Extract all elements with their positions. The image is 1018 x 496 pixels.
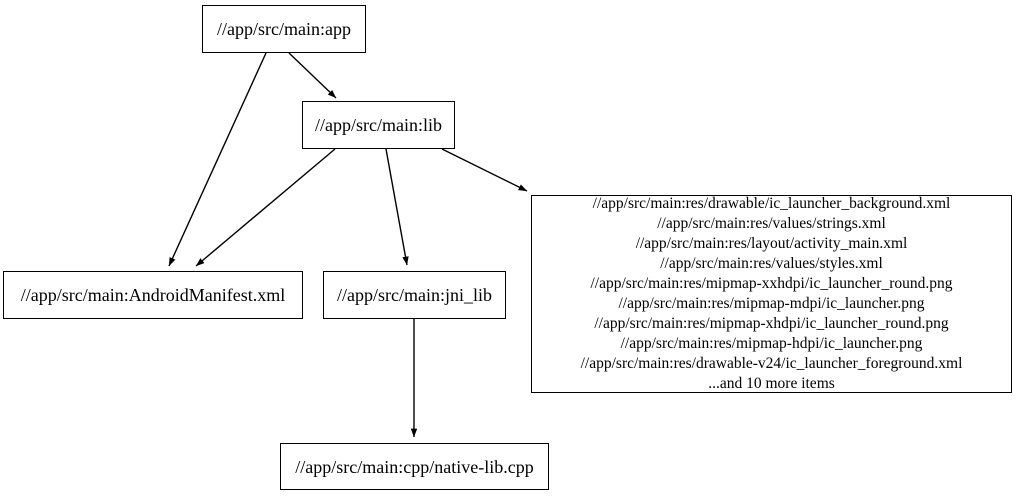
edge-lib-to-jni-lib bbox=[385, 148, 409, 266]
graph-node-android-manifest[interactable]: //app/src/main:AndroidManifest.xml bbox=[3, 271, 303, 319]
edge-lib-to-manifest bbox=[195, 148, 336, 267]
edge-lib-to-res-group bbox=[441, 148, 528, 192]
graph-node-lib-label: //app/src/main:lib bbox=[315, 115, 442, 135]
graph-node-native-lib-cpp-label: //app/src/main:cpp/native-lib.cpp bbox=[295, 456, 534, 477]
graph-node-jni-lib[interactable]: //app/src/main:jni_lib bbox=[323, 271, 506, 319]
graph-node-app-label: //app/src/main:app bbox=[217, 19, 351, 39]
graph-node-res-group-label: //app/src/main:res/drawable/ic_launcher_… bbox=[580, 195, 963, 392]
graph-node-app[interactable]: //app/src/main:app bbox=[202, 5, 366, 53]
graph-node-res-group[interactable]: //app/src/main:res/drawable/ic_launcher_… bbox=[531, 195, 1012, 393]
graph-node-native-lib-cpp[interactable]: //app/src/main:cpp/native-lib.cpp bbox=[280, 443, 549, 490]
edge-app-to-lib bbox=[288, 52, 337, 99]
graph-node-android-manifest-label: //app/src/main:AndroidManifest.xml bbox=[20, 285, 286, 305]
graph-node-lib[interactable]: //app/src/main:lib bbox=[302, 101, 455, 149]
edge-app-to-manifest bbox=[168, 52, 267, 267]
graph-node-jni-lib-label: //app/src/main:jni_lib bbox=[337, 285, 492, 305]
